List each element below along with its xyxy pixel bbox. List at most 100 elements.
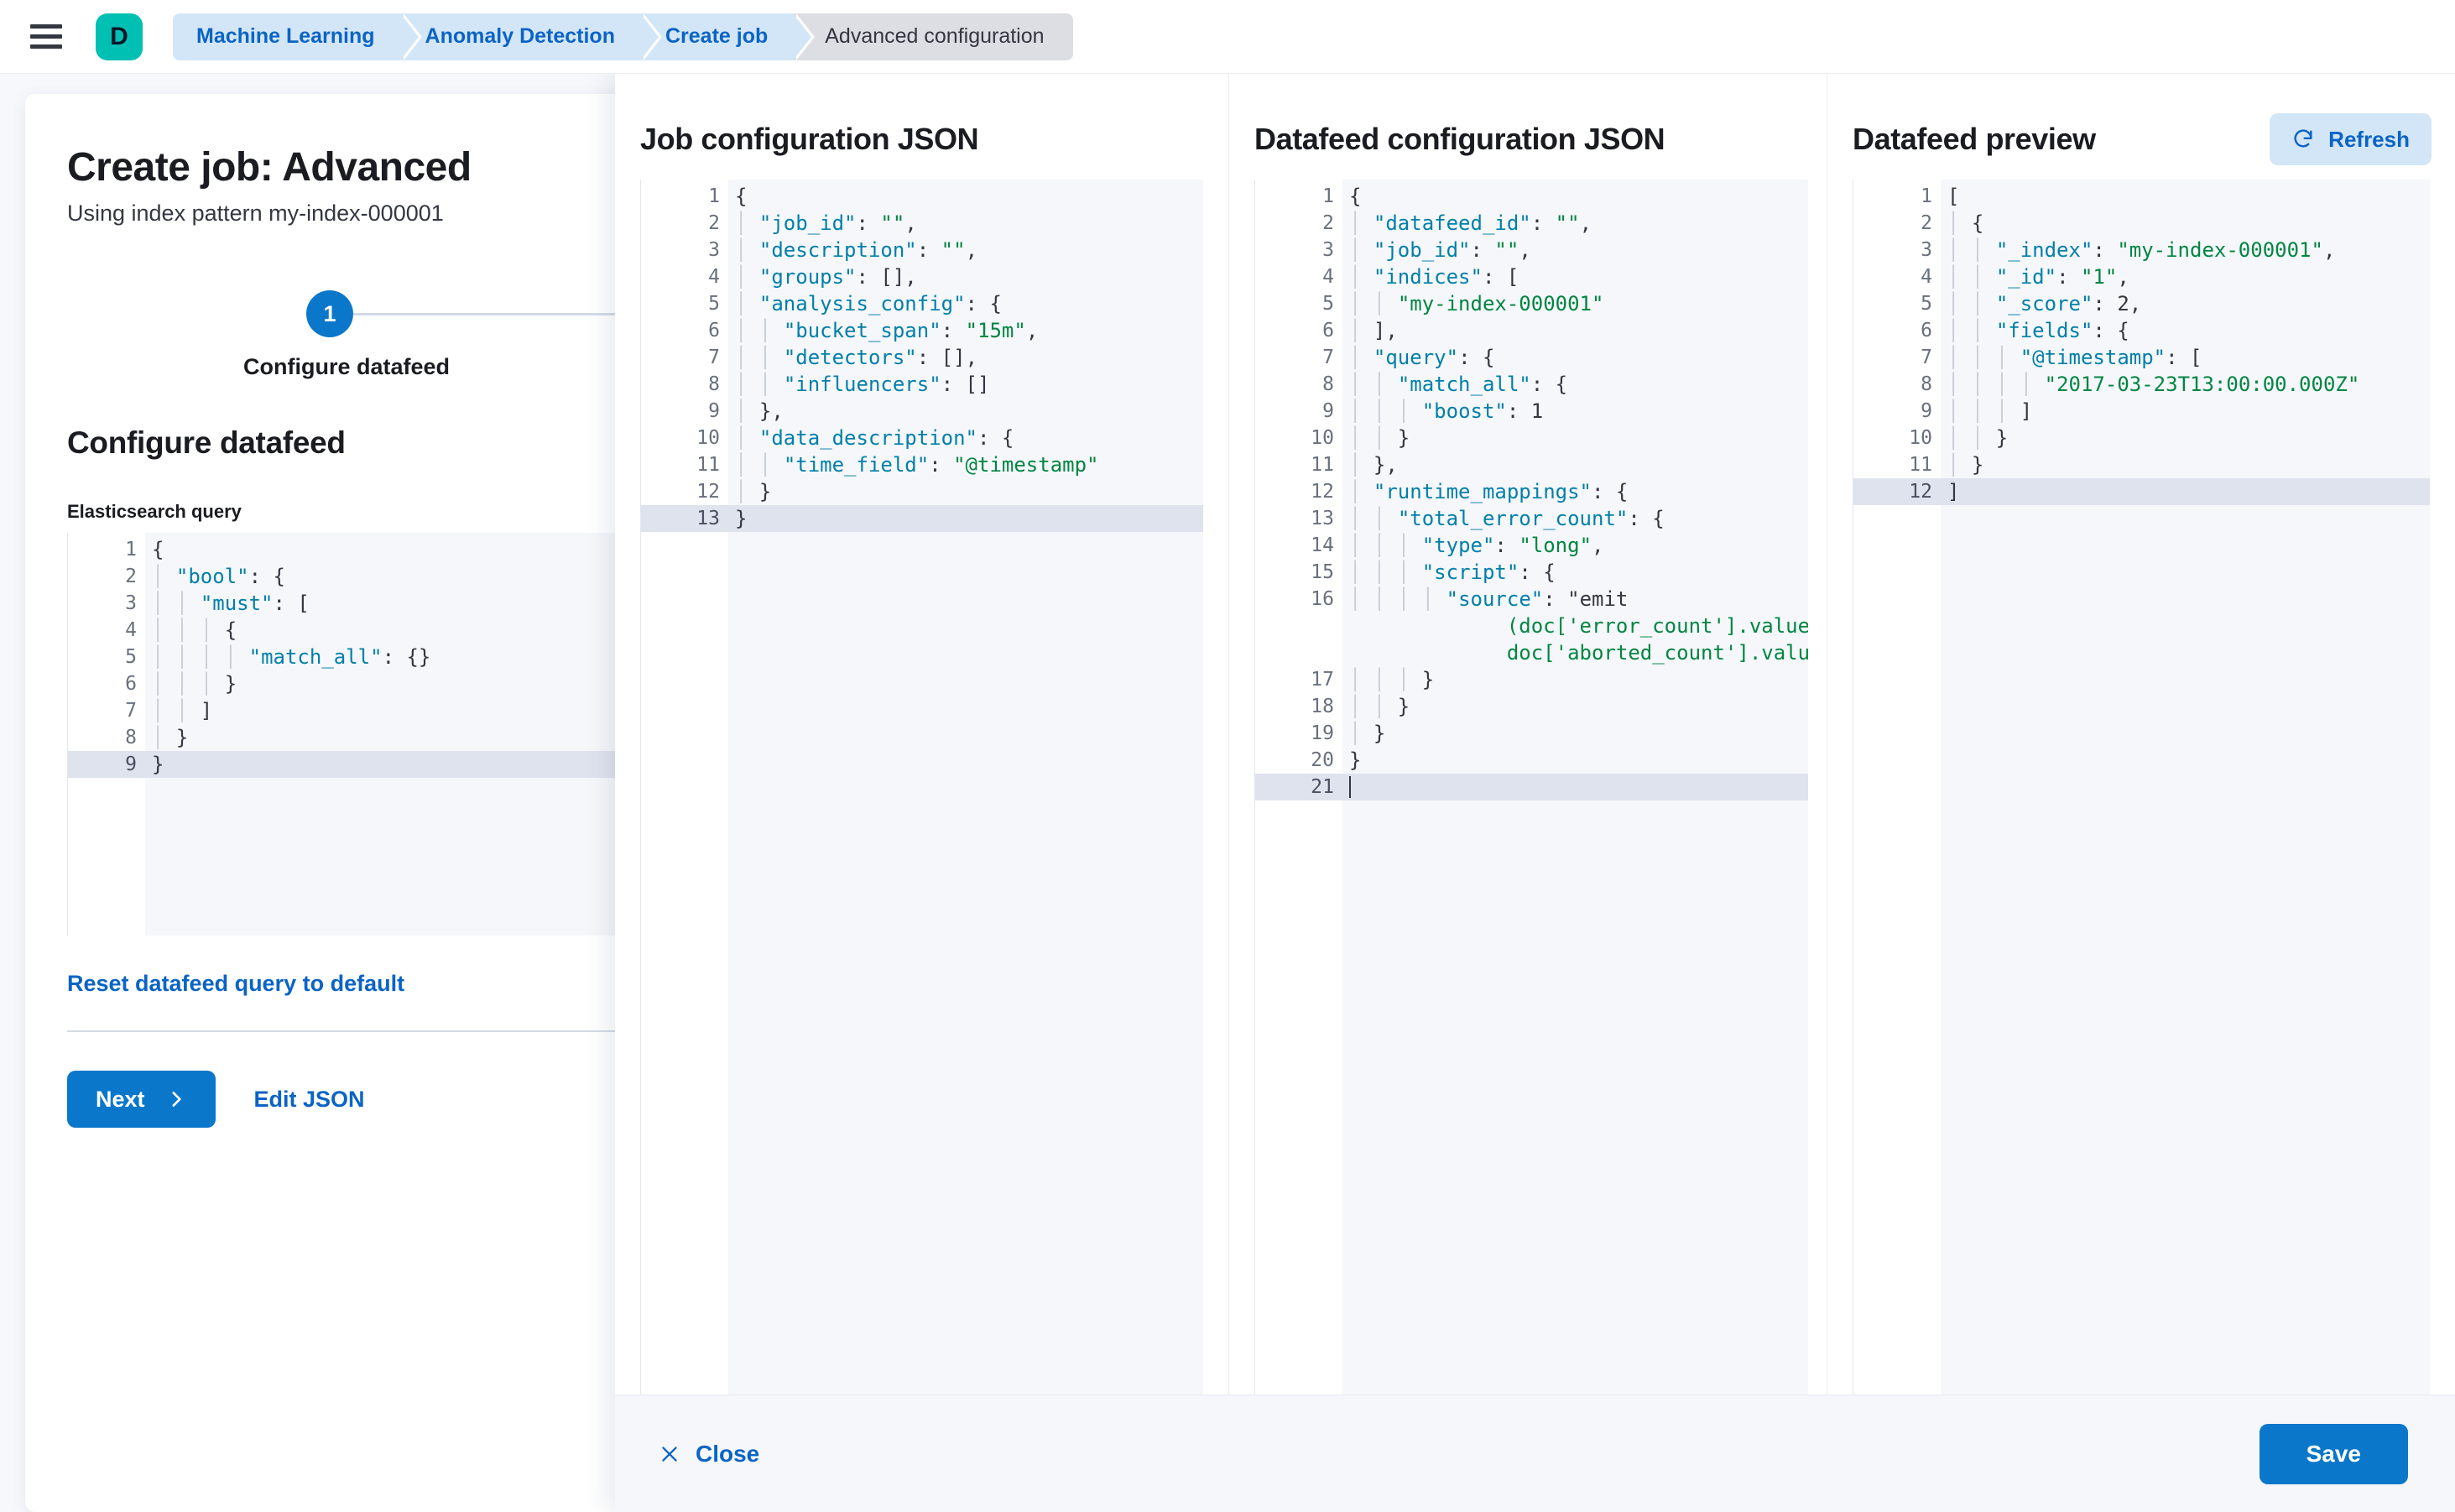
code-line[interactable]: │ │ │ "boost": 1 xyxy=(1349,399,1544,423)
elasticsearch-query-label: Elasticsearch query xyxy=(67,501,242,522)
code-line[interactable]: │ │ │ } xyxy=(152,672,237,696)
gutter-line-number: 6 xyxy=(125,673,137,695)
code-line[interactable]: │ │ "must": [ xyxy=(152,592,310,615)
chevron-right-icon xyxy=(165,1088,187,1110)
code-line[interactable]: │ │ │ ] xyxy=(1947,399,2033,423)
code-line[interactable]: } xyxy=(1349,748,1362,772)
gutter-line-number: 14 xyxy=(1311,534,1334,556)
datafeed-configuration-editor[interactable]: 1▾234▾567▾8▾9101112▾13▾1415▾161718192021… xyxy=(1254,180,1808,1395)
code-line[interactable] xyxy=(1342,774,1808,800)
breadcrumb-item-1[interactable]: Machine Learning xyxy=(173,13,422,60)
code-line[interactable]: } xyxy=(728,505,1203,532)
code-line[interactable]: │ "datafeed_id": "", xyxy=(1349,211,1592,235)
code-line[interactable]: │ │ "_id": "1", xyxy=(1947,265,2129,289)
code-line[interactable]: │ │ "bucket_span": "15m", xyxy=(735,319,1039,342)
hamburger-menu-icon[interactable] xyxy=(30,19,65,55)
code-line[interactable]: │ "bool": { xyxy=(152,565,285,588)
code-line[interactable]: │ │ │ │ "source": "emit(doc['error_count… xyxy=(1349,587,1808,665)
panel-header: Datafeed configuration JSON xyxy=(1229,109,1827,169)
code-line[interactable]: │ │ │ "type": "long", xyxy=(1349,534,1604,557)
code-line[interactable]: │ "query": { xyxy=(1349,346,1495,369)
code-line[interactable]: │ }, xyxy=(1349,453,1398,477)
code-line[interactable]: │ │ │ │ "2017-03-23T13:00:00.000Z" xyxy=(1947,373,2360,396)
code-line[interactable]: { xyxy=(1349,185,1362,208)
code-line[interactable]: │ │ "influencers": [] xyxy=(735,373,990,396)
gutter-line-number: 12 xyxy=(1853,478,1941,505)
gutter-line-number: 5▾ xyxy=(641,290,742,317)
code-line[interactable]: │ "job_id": "", xyxy=(735,211,917,235)
editor-code-area[interactable]: { │ "datafeed_id": "", │ "job_id": "", │ "i… xyxy=(1342,180,1808,1395)
code-line[interactable]: │ │ "detectors": [], xyxy=(735,346,978,369)
gutter-line-number: 9 xyxy=(68,751,145,778)
next-button[interactable]: Next xyxy=(67,1071,216,1128)
editor-code-area[interactable]: { │ "job_id": "", │ "description": "", │ "g… xyxy=(728,180,1203,1395)
reset-datafeed-query-link[interactable]: Reset datafeed query to default xyxy=(67,971,405,996)
step-1-indicator[interactable]: 1 xyxy=(306,290,353,337)
deployment-avatar[interactable]: D xyxy=(96,13,143,60)
code-line[interactable]: │ │ │ "script": { xyxy=(1349,560,1556,584)
save-button[interactable]: Save xyxy=(2259,1423,2408,1484)
gutter-line-number: 5 xyxy=(1322,293,1334,315)
breadcrumb-item-3[interactable]: Create job xyxy=(639,13,816,60)
code-line[interactable]: │ │ "_score": 2, xyxy=(1947,292,2142,315)
code-line[interactable]: │ } xyxy=(152,726,189,749)
edit-json-link[interactable]: Edit JSON xyxy=(253,1086,365,1112)
refresh-button-label: Refresh xyxy=(2328,126,2410,152)
gutter-line-number: 13 xyxy=(641,505,728,532)
next-button-label: Next xyxy=(96,1086,145,1112)
code-line[interactable]: { xyxy=(735,185,748,208)
code-line[interactable]: │ "job_id": "", xyxy=(1349,238,1531,262)
code-line[interactable]: │ { xyxy=(1947,211,1984,235)
code-line[interactable]: │ "data_description": { xyxy=(735,426,1014,450)
gutter-line-number: 9 xyxy=(708,400,720,422)
code-line[interactable]: │ ], xyxy=(1349,319,1398,342)
code-line[interactable]: │ │ } xyxy=(1349,426,1410,450)
code-line[interactable]: │ "runtime_mappings": { xyxy=(1349,480,1629,503)
code-line[interactable]: │ "description": "", xyxy=(735,238,978,262)
code-line[interactable]: │ │ │ "@timestamp": [ xyxy=(1947,346,2202,369)
editor-code-area[interactable]: [ │ { │ │ "_index": "my-index-000001", │ │ … xyxy=(1941,180,2430,1395)
code-line[interactable]: │ │ "time_field": "@timestamp" xyxy=(735,453,1099,477)
code-line[interactable]: │ │ │ │ "match_all": {} xyxy=(152,645,431,669)
code-line[interactable]: │ │ ] xyxy=(152,699,213,722)
hamburger-bar xyxy=(30,24,62,29)
code-line[interactable]: │ "analysis_config": { xyxy=(735,292,1002,315)
code-line[interactable]: [ xyxy=(1947,185,1960,208)
code-line[interactable]: │ │ "total_error_count": { xyxy=(1349,507,1665,530)
gutter-line-number: 9 xyxy=(1921,400,1932,422)
gutter-line-number: 3 xyxy=(708,239,720,261)
code-line[interactable]: │ "indices": [ xyxy=(1349,265,1519,289)
gutter-line-number: 10 xyxy=(1311,427,1334,449)
code-line[interactable]: │ │ "my-index-000001" xyxy=(1349,292,1604,315)
gutter-line-number: 17 xyxy=(1311,669,1334,691)
gutter-line-number: 7 xyxy=(708,347,720,368)
code-line[interactable]: │ }, xyxy=(735,399,784,423)
code-line[interactable]: │ │ "fields": { xyxy=(1947,319,2129,342)
gutter-line-number: 8 xyxy=(708,373,720,395)
code-line[interactable]: │ │ } xyxy=(1349,695,1410,718)
section-title-configure-datafeed: Configure datafeed xyxy=(67,425,346,460)
gutter-line-number: 6 xyxy=(1322,320,1334,342)
code-line[interactable]: │ │ } xyxy=(1947,426,2009,450)
code-line[interactable]: ] xyxy=(1941,478,2430,505)
code-line[interactable]: │ │ "match_all": { xyxy=(1349,373,1568,396)
breadcrumb-item-2[interactable]: Anomaly Detection xyxy=(399,13,663,60)
code-line[interactable]: │ } xyxy=(735,480,772,503)
gutter-line-number: 19 xyxy=(1311,722,1334,744)
code-line[interactable]: │ │ "_index": "my-index-000001", xyxy=(1947,238,2336,262)
close-button[interactable]: Close xyxy=(659,1441,759,1468)
refresh-button[interactable]: Refresh xyxy=(2270,113,2432,165)
code-line[interactable]: │ } xyxy=(1947,453,1984,477)
breadcrumb-item-4[interactable]: Advanced configuration xyxy=(793,13,1073,60)
gutter-line-number: 2▾ xyxy=(68,563,159,590)
code-line[interactable]: │ } xyxy=(1349,722,1386,745)
code-line[interactable]: │ │ │ { xyxy=(152,618,237,642)
gutter-line-number: 6 xyxy=(708,320,720,342)
code-line[interactable]: │ "groups": [], xyxy=(735,265,917,289)
code-line[interactable]: │ │ │ } xyxy=(1349,668,1435,691)
code-line[interactable]: { xyxy=(152,538,164,561)
